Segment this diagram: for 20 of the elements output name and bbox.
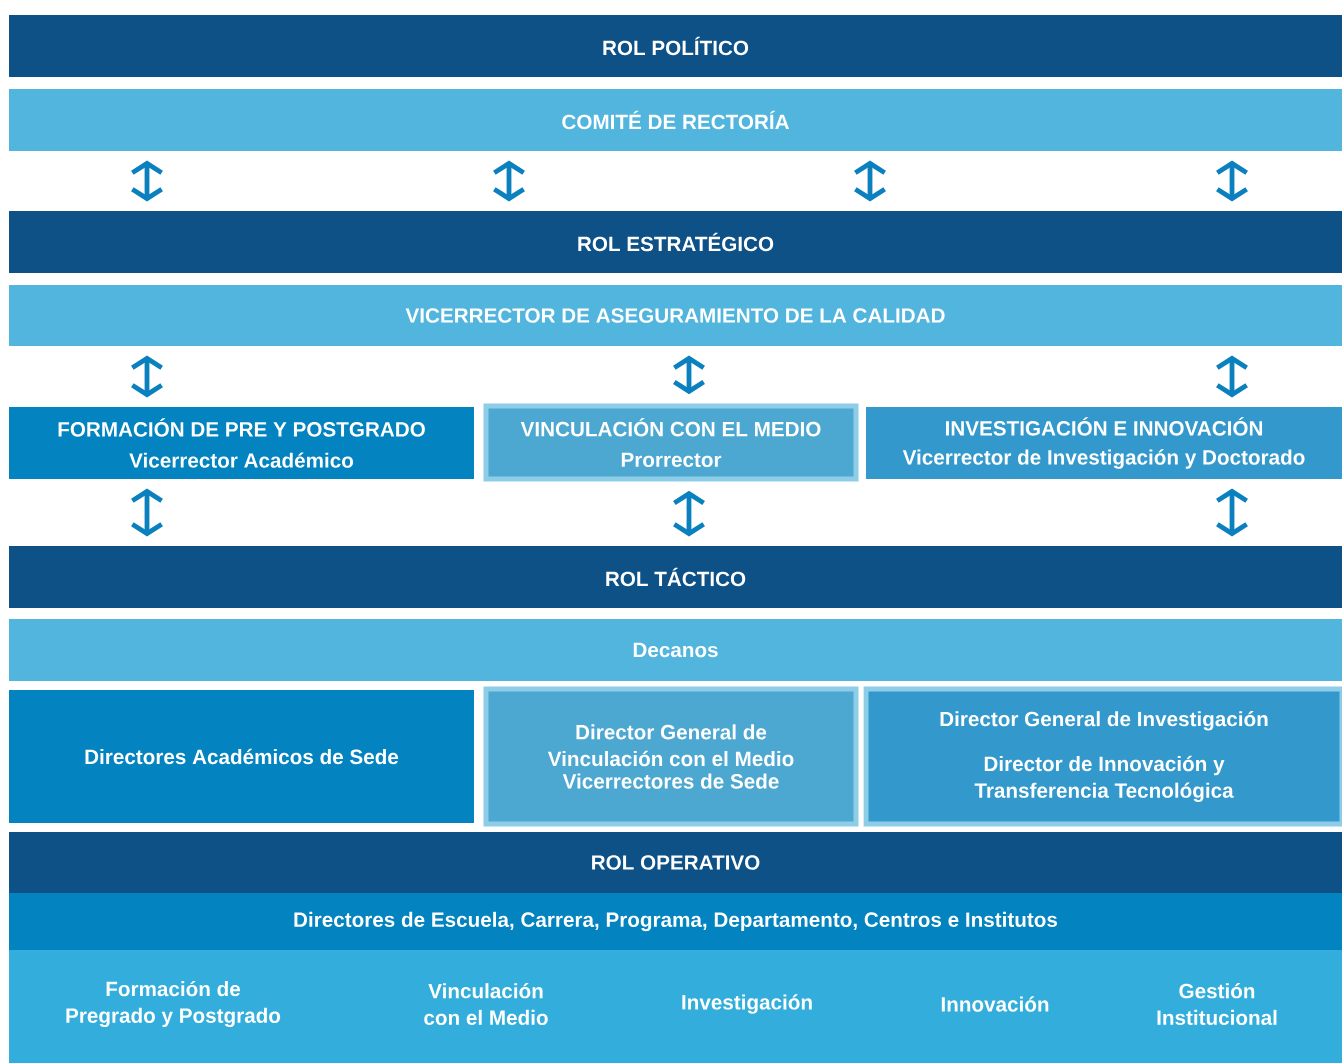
title-band: Directores de Escuela, Carrera, Programa, Departamento, Centros e Institutos xyxy=(9,893,1342,950)
unit-band xyxy=(9,950,1342,1063)
title-band: VICERRECTOR DE ASEGURAMIENTO DE LA CALIDAD xyxy=(9,285,1342,346)
unit-label: Gestión Institucional xyxy=(1157,983,1277,1025)
title-band: COMITÉ DE RECTORÍA xyxy=(9,89,1342,151)
level-header-band: ROL OPERATIVO xyxy=(9,832,1342,893)
title-band: Decanos xyxy=(9,619,1342,681)
level-header-band: ROL TÁCTICO xyxy=(9,546,1342,608)
unit-label: Investigación xyxy=(682,994,812,1014)
unit-label: Vinculación con el Medio xyxy=(424,983,548,1025)
area-box: INVESTIGACIÓN E INNOVACIÓN Vicerrector de Investigación y Doctorado xyxy=(866,407,1342,479)
area-box: FORMACIÓN DE PRE Y POSTGRADO Vicerrector Académico xyxy=(9,407,474,479)
level-header-band: ROL POLÍTICO xyxy=(9,15,1342,77)
unit-label: Innovación xyxy=(941,996,1049,1012)
role-box: Director General de Vinculación con el Medio Vicerrectores de Sede xyxy=(483,686,859,827)
role-box: Directores Académicos de Sede xyxy=(9,690,474,823)
area-box: VINCULACIÓN CON EL MEDIO Prorrector xyxy=(483,403,859,482)
level-header-band: ROL ESTRATÉGICO xyxy=(9,211,1342,273)
unit-label: Formación de Pregrado y Postgrado xyxy=(66,980,281,1028)
role-box: Director General de Investigación Director de Innovación y Transferencia Tecnológica xyxy=(863,686,1342,827)
